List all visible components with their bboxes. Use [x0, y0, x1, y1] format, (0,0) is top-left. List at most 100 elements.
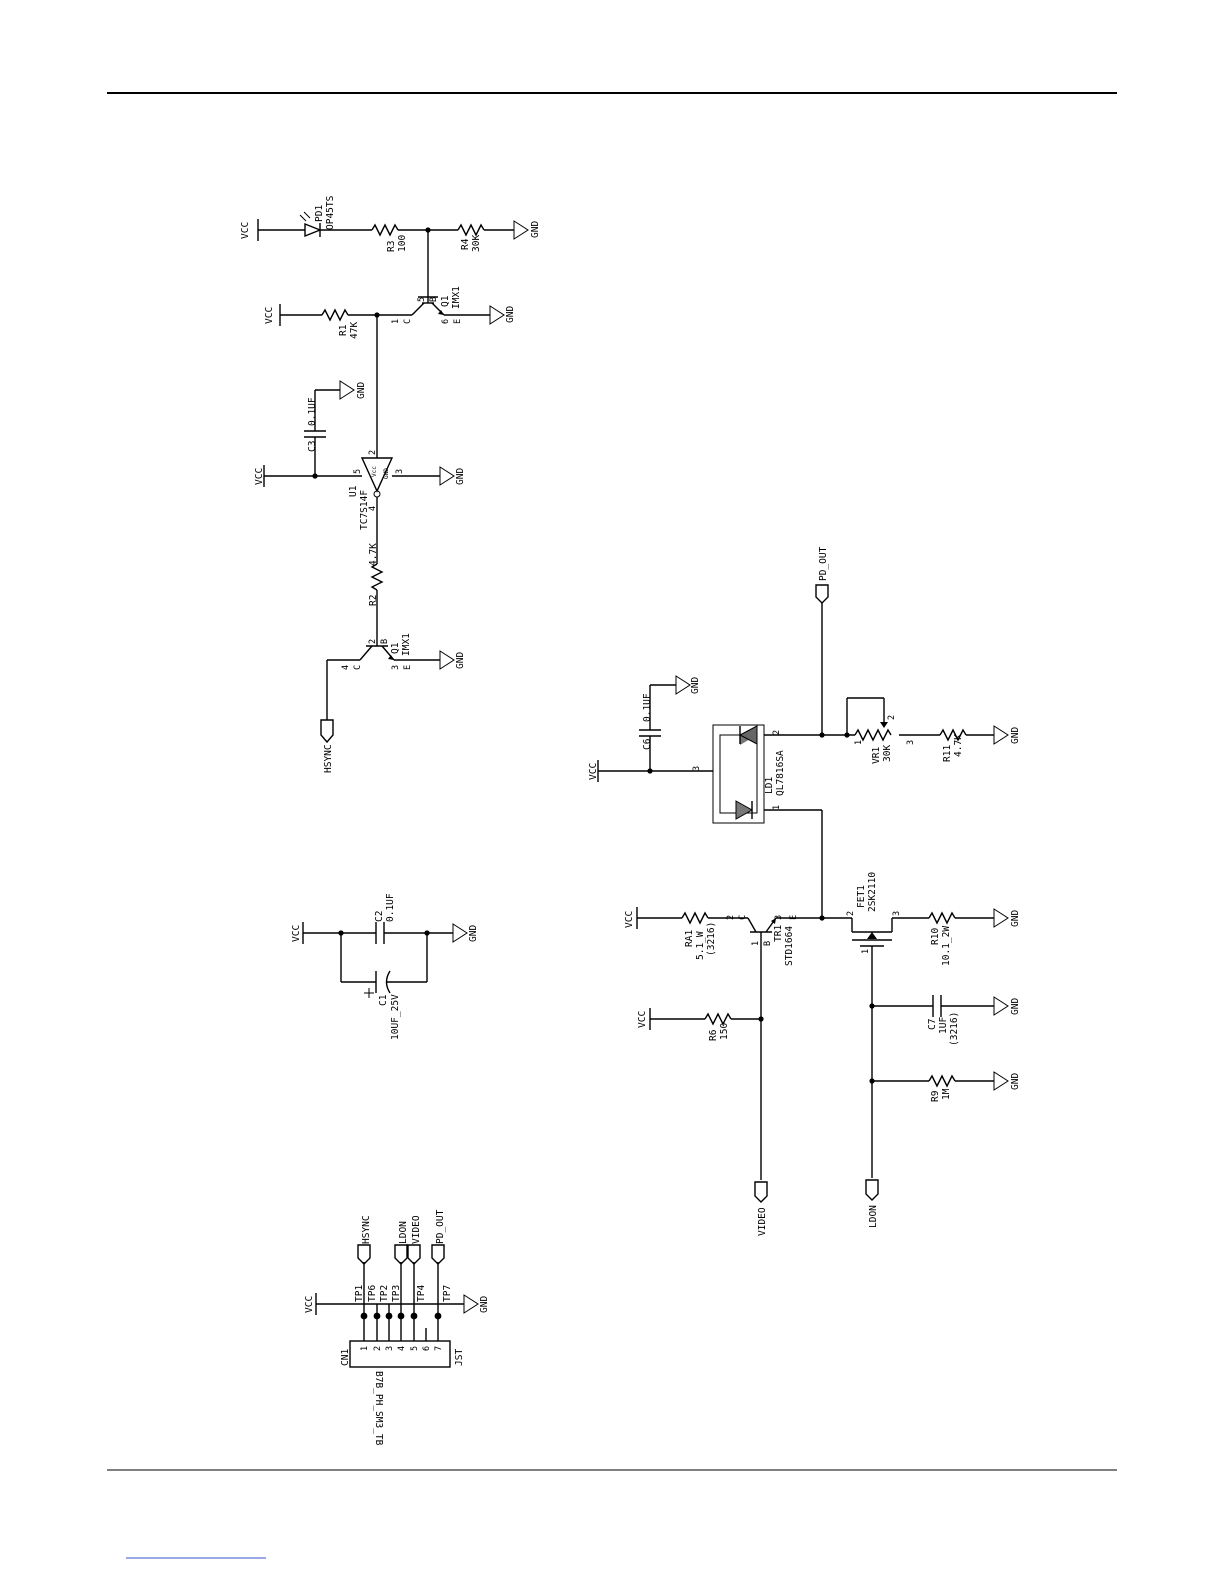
ld1-pin2: 2	[772, 730, 782, 735]
vcc-label-7: VCC	[624, 911, 635, 928]
u1-value: TC7S14F	[359, 490, 370, 530]
vcc-label-6: VCC	[588, 763, 599, 780]
u1-ref: U1	[348, 485, 359, 497]
c3-ref: C3	[307, 441, 318, 452]
vr1-pin3: 3	[906, 740, 916, 745]
cn1-ref: CN1	[340, 1349, 351, 1366]
q1-top-pin-e: E	[453, 319, 463, 324]
c7-package: (3216)	[949, 1012, 960, 1046]
ra1-package: (3216)	[706, 922, 717, 956]
gnd-label-3: GND	[356, 382, 367, 399]
u1-gnd-pin: GND	[383, 468, 390, 479]
gnd-label-12: GND	[1010, 1073, 1021, 1090]
schematic-labels: VCC PD1 OP45TS R3 100 R4 30K GND 5 B 1 C…	[240, 195, 1021, 1445]
ra1-value: 5.1_W	[695, 931, 706, 960]
r1-ref: R1	[338, 324, 349, 336]
ra1-ref: RA1	[684, 930, 695, 947]
q1-top-pin-c: C	[403, 319, 413, 324]
vcc-label-8: VCC	[637, 1011, 648, 1028]
gnd-label-11: GND	[1010, 998, 1021, 1015]
tr1-ref: TR1	[773, 925, 784, 942]
fet1-pin3: 3	[892, 911, 902, 916]
q1-bot-pin2: 2	[368, 639, 378, 644]
tr1-value: STD1664	[784, 926, 795, 966]
q1-bot-ref: Q1	[390, 642, 401, 654]
cn1-mfr: JST	[454, 1349, 465, 1366]
gnd-label-7: GND	[479, 1296, 490, 1313]
q1-bot-pin-c: C	[353, 665, 363, 670]
u1-vcc-pin: Vcc	[371, 466, 378, 477]
tp1-label: TP1	[354, 1285, 365, 1302]
fet1-pin1: 1	[861, 949, 871, 954]
vcc-label-5: VCC	[304, 1296, 315, 1313]
c6-value: 0.1UF	[642, 693, 653, 722]
ld1-ref: LD1	[764, 777, 775, 794]
vr1-pin2: 2	[887, 715, 897, 720]
cn1-pin5: 5	[410, 1346, 420, 1351]
pd-out-label-2: PD_OUT	[818, 546, 829, 581]
hsync-label-1: HSYNC	[323, 744, 334, 773]
vcc-label-2: VCC	[264, 307, 275, 324]
tp3-label: TP3	[391, 1285, 402, 1302]
r3-ref: R3	[386, 241, 397, 252]
r6-ref: R6	[708, 1029, 719, 1041]
tr1-pin2: 2	[726, 915, 736, 920]
video-label-1: VIDEO	[411, 1215, 422, 1244]
r10-ref: R10	[930, 928, 941, 945]
u1-pin3: 3	[395, 469, 405, 474]
vr1-value: 30K	[882, 745, 893, 762]
gnd-label-6: GND	[468, 925, 479, 942]
r9-ref: R9	[930, 1090, 941, 1102]
tr1-pin-b: B	[763, 941, 773, 946]
tr1-pin-e: E	[789, 915, 799, 920]
q1-top-pin5: 5	[417, 297, 427, 302]
bulk-decoupling-circuit	[302, 922, 468, 998]
u1-pin5: 5	[353, 469, 363, 474]
r3-value: 100	[397, 235, 408, 252]
c2-ref: C2	[374, 911, 385, 922]
q1-bot-pin-b: B	[380, 639, 390, 644]
laser-driver-circuit	[597, 584, 1009, 1203]
ldon-label-1: LDON	[398, 1221, 409, 1244]
c1-value: 10UF_25V	[390, 994, 401, 1040]
cn1-pin4: 4	[397, 1346, 407, 1351]
q1-top-pin6: 6	[441, 319, 451, 324]
r1-value: 47K	[349, 322, 360, 339]
q1-top-pin1: 1	[391, 319, 401, 324]
r2-ref: R2	[368, 595, 379, 606]
q1-top-pin-b: B	[429, 297, 439, 302]
cn1-pin1: 1	[360, 1346, 370, 1351]
vr1-ref: VR1	[871, 747, 882, 764]
ldon-label-2: LDON	[868, 1205, 879, 1228]
cn1-pin2: 2	[373, 1346, 383, 1351]
tp4-label: TP4	[416, 1285, 427, 1302]
tr1-pin-c: C	[738, 915, 748, 920]
gnd-label-4: GND	[455, 468, 466, 485]
r9-value: 1M	[941, 1088, 952, 1100]
q1-top-ref: Q1	[440, 295, 451, 307]
gnd-label-5: GND	[455, 652, 466, 669]
q1-bot-value: IMX1	[401, 633, 412, 656]
tr1-pin1: 1	[751, 941, 761, 946]
r11-value: 4.7K	[953, 734, 964, 757]
vcc-label-4: VCC	[291, 925, 302, 942]
vr1-pin1: 1	[854, 740, 864, 745]
u1-pin4: 4	[368, 506, 378, 511]
r6-value: 150	[719, 1023, 730, 1040]
r2-value: 4.7K	[368, 543, 379, 566]
cn1-value: B7B_PH_SM3_TB	[373, 1371, 384, 1446]
ld1-value: QL7816SA	[775, 750, 786, 796]
gnd-label-1: GND	[530, 221, 541, 238]
cn1-pin6: 6	[422, 1346, 432, 1351]
tp2-label: TP2	[379, 1285, 390, 1302]
vcc-label-1: VCC	[240, 222, 251, 239]
pd1-ref: PD1	[314, 205, 325, 222]
c7-value: 1UF	[938, 1017, 949, 1034]
gnd-label-2: GND	[505, 306, 516, 323]
c6-ref: C6	[642, 738, 653, 750]
r10-value: 10.1_2W	[941, 926, 952, 966]
r11-ref: R11	[942, 745, 953, 762]
u1-pin2: 2	[368, 450, 378, 455]
ld1-pin1: 1	[772, 805, 782, 810]
